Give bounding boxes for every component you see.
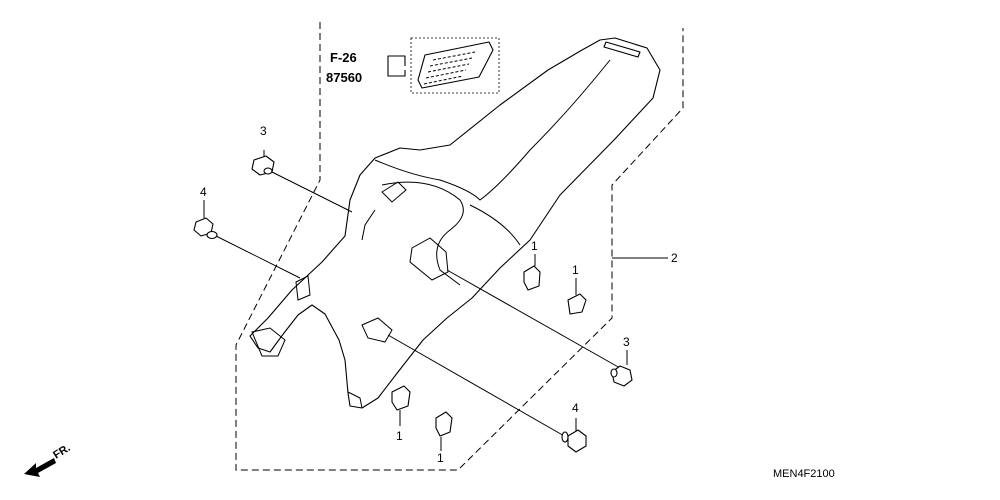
label-decal-lines — [423, 51, 476, 85]
spring-nut-1b — [567, 293, 587, 315]
callout-1-lower-left: 1 — [396, 429, 403, 443]
flange-bolt-4-lower — [561, 429, 587, 453]
fender-tab-upper — [381, 181, 407, 203]
reference-part-number: 87560 — [326, 70, 362, 85]
drawing-code: MEN4F2100 — [773, 468, 835, 480]
leader-lines — [203, 150, 668, 451]
spring-nut-1c — [391, 385, 411, 411]
callout-1-upper: 1 — [531, 239, 538, 253]
rear-fender-outline — [249, 37, 661, 409]
bolt-3b-axis — [446, 269, 621, 369]
rear-fender — [249, 37, 661, 409]
fender-mount-tab — [361, 317, 393, 343]
front-direction-indicator: FR. — [24, 442, 73, 477]
fender-inner-edge — [361, 209, 376, 241]
callout-4-lower: 4 — [572, 401, 579, 415]
bolt-4b-axis — [387, 334, 567, 438]
front-arrow-icon — [24, 458, 56, 477]
bolt-4a-axis — [213, 234, 301, 279]
label-decal — [417, 41, 494, 89]
bolt-3a-axis — [271, 171, 353, 213]
fender-logo-badge — [603, 41, 641, 58]
flange-bolt-4-upper — [193, 217, 218, 240]
fender-ridge-lower — [469, 204, 521, 246]
reference-box: F-26 87560 — [326, 37, 500, 94]
fender-tail-tip — [347, 391, 363, 409]
callout-4-upper: 4 — [200, 185, 207, 199]
arrow-left-icon — [387, 55, 406, 77]
fender-inner-curve — [381, 181, 464, 286]
callout-1-bottom: 1 — [437, 451, 444, 465]
callout-2: 2 — [671, 251, 678, 265]
callout-1-right: 1 — [572, 263, 579, 277]
spring-nut-1d — [435, 411, 453, 437]
fender-mount-boss — [409, 237, 449, 281]
flange-bolt-3-upper — [251, 155, 275, 176]
reference-frame — [410, 37, 500, 94]
spring-nut-1a — [523, 265, 541, 291]
fender-upper-ridge — [374, 59, 611, 201]
callout-3-upper: 3 — [260, 124, 267, 138]
callout-3-lower: 3 — [623, 335, 630, 349]
fender-side-tab — [295, 275, 311, 301]
reference-section: F-26 — [330, 50, 357, 65]
flange-bolt-3-lower — [610, 365, 633, 387]
front-direction-label: FR. — [51, 442, 72, 462]
fender-front-tab — [251, 327, 286, 357]
